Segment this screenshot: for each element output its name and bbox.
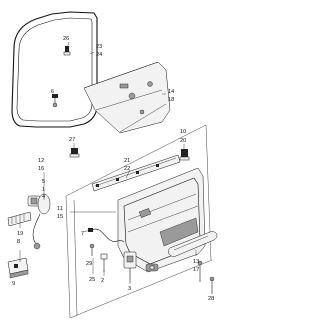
inner-handle-escutcheon — [32, 193, 51, 250]
lower-switch-3 — [123, 251, 137, 282]
armrest-screw — [197, 260, 203, 282]
door-lining-parts-diagram: 26 23 24 6 14 18 12 16 27 21 22 10 20 11… — [7, 11, 218, 319]
connector-2 — [100, 253, 108, 272]
callout-1: 1 — [42, 187, 45, 193]
callout-5: 5 — [42, 179, 45, 185]
callout-7: 7 — [81, 231, 84, 237]
callout-13: 13 — [193, 259, 199, 265]
callout-12: 12 — [38, 158, 44, 164]
garnish-strip — [91, 154, 181, 192]
escutcheon-plate — [145, 263, 159, 272]
switch-panel-8 — [7, 211, 32, 227]
callout-8: 8 — [17, 239, 20, 245]
callout-21: 21 — [124, 158, 130, 164]
callout-25: 25 — [89, 277, 95, 283]
door-weatherstrip — [11, 11, 98, 128]
callout-14: 14 — [168, 89, 174, 95]
callout-27: 27 — [69, 137, 75, 143]
callout-11: 11 — [57, 206, 63, 212]
callout-3: 3 — [128, 286, 131, 292]
callout-4: 4 — [42, 194, 45, 200]
callout-26: 26 — [63, 36, 69, 42]
callout-16: 16 — [38, 166, 44, 172]
callout-9: 9 — [12, 281, 15, 287]
callout-2: 2 — [101, 278, 104, 284]
leader-lines — [19, 41, 197, 284]
screw-25 — [89, 243, 95, 256]
trim-clip-10 — [179, 149, 190, 161]
callout-24: 24 — [96, 52, 102, 58]
callout-18: 18 — [168, 97, 174, 103]
hole-seal — [83, 61, 171, 134]
weatherstrip-clip — [63, 46, 71, 56]
callout-28: 28 — [208, 296, 214, 302]
lining-clip-27 — [69, 148, 80, 158]
callout-20: 20 — [180, 138, 186, 144]
window-switch — [27, 195, 41, 207]
callout-labels: 26 23 24 6 14 18 12 16 27 21 22 10 20 11… — [12, 36, 214, 302]
mount-bracket — [7, 257, 29, 279]
callout-17: 17 — [193, 267, 199, 273]
screw-28 — [209, 276, 215, 294]
callout-10: 10 — [180, 129, 186, 135]
callout-6: 6 — [51, 89, 54, 95]
callout-23: 23 — [96, 44, 102, 50]
callout-15: 15 — [57, 214, 63, 220]
wire-harness — [88, 228, 125, 243]
callout-22: 22 — [124, 166, 130, 172]
callout-19: 19 — [17, 231, 23, 237]
callout-29: 29 — [86, 261, 92, 267]
armrest — [168, 231, 218, 257]
weatherstrip-retainer — [52, 94, 58, 108]
